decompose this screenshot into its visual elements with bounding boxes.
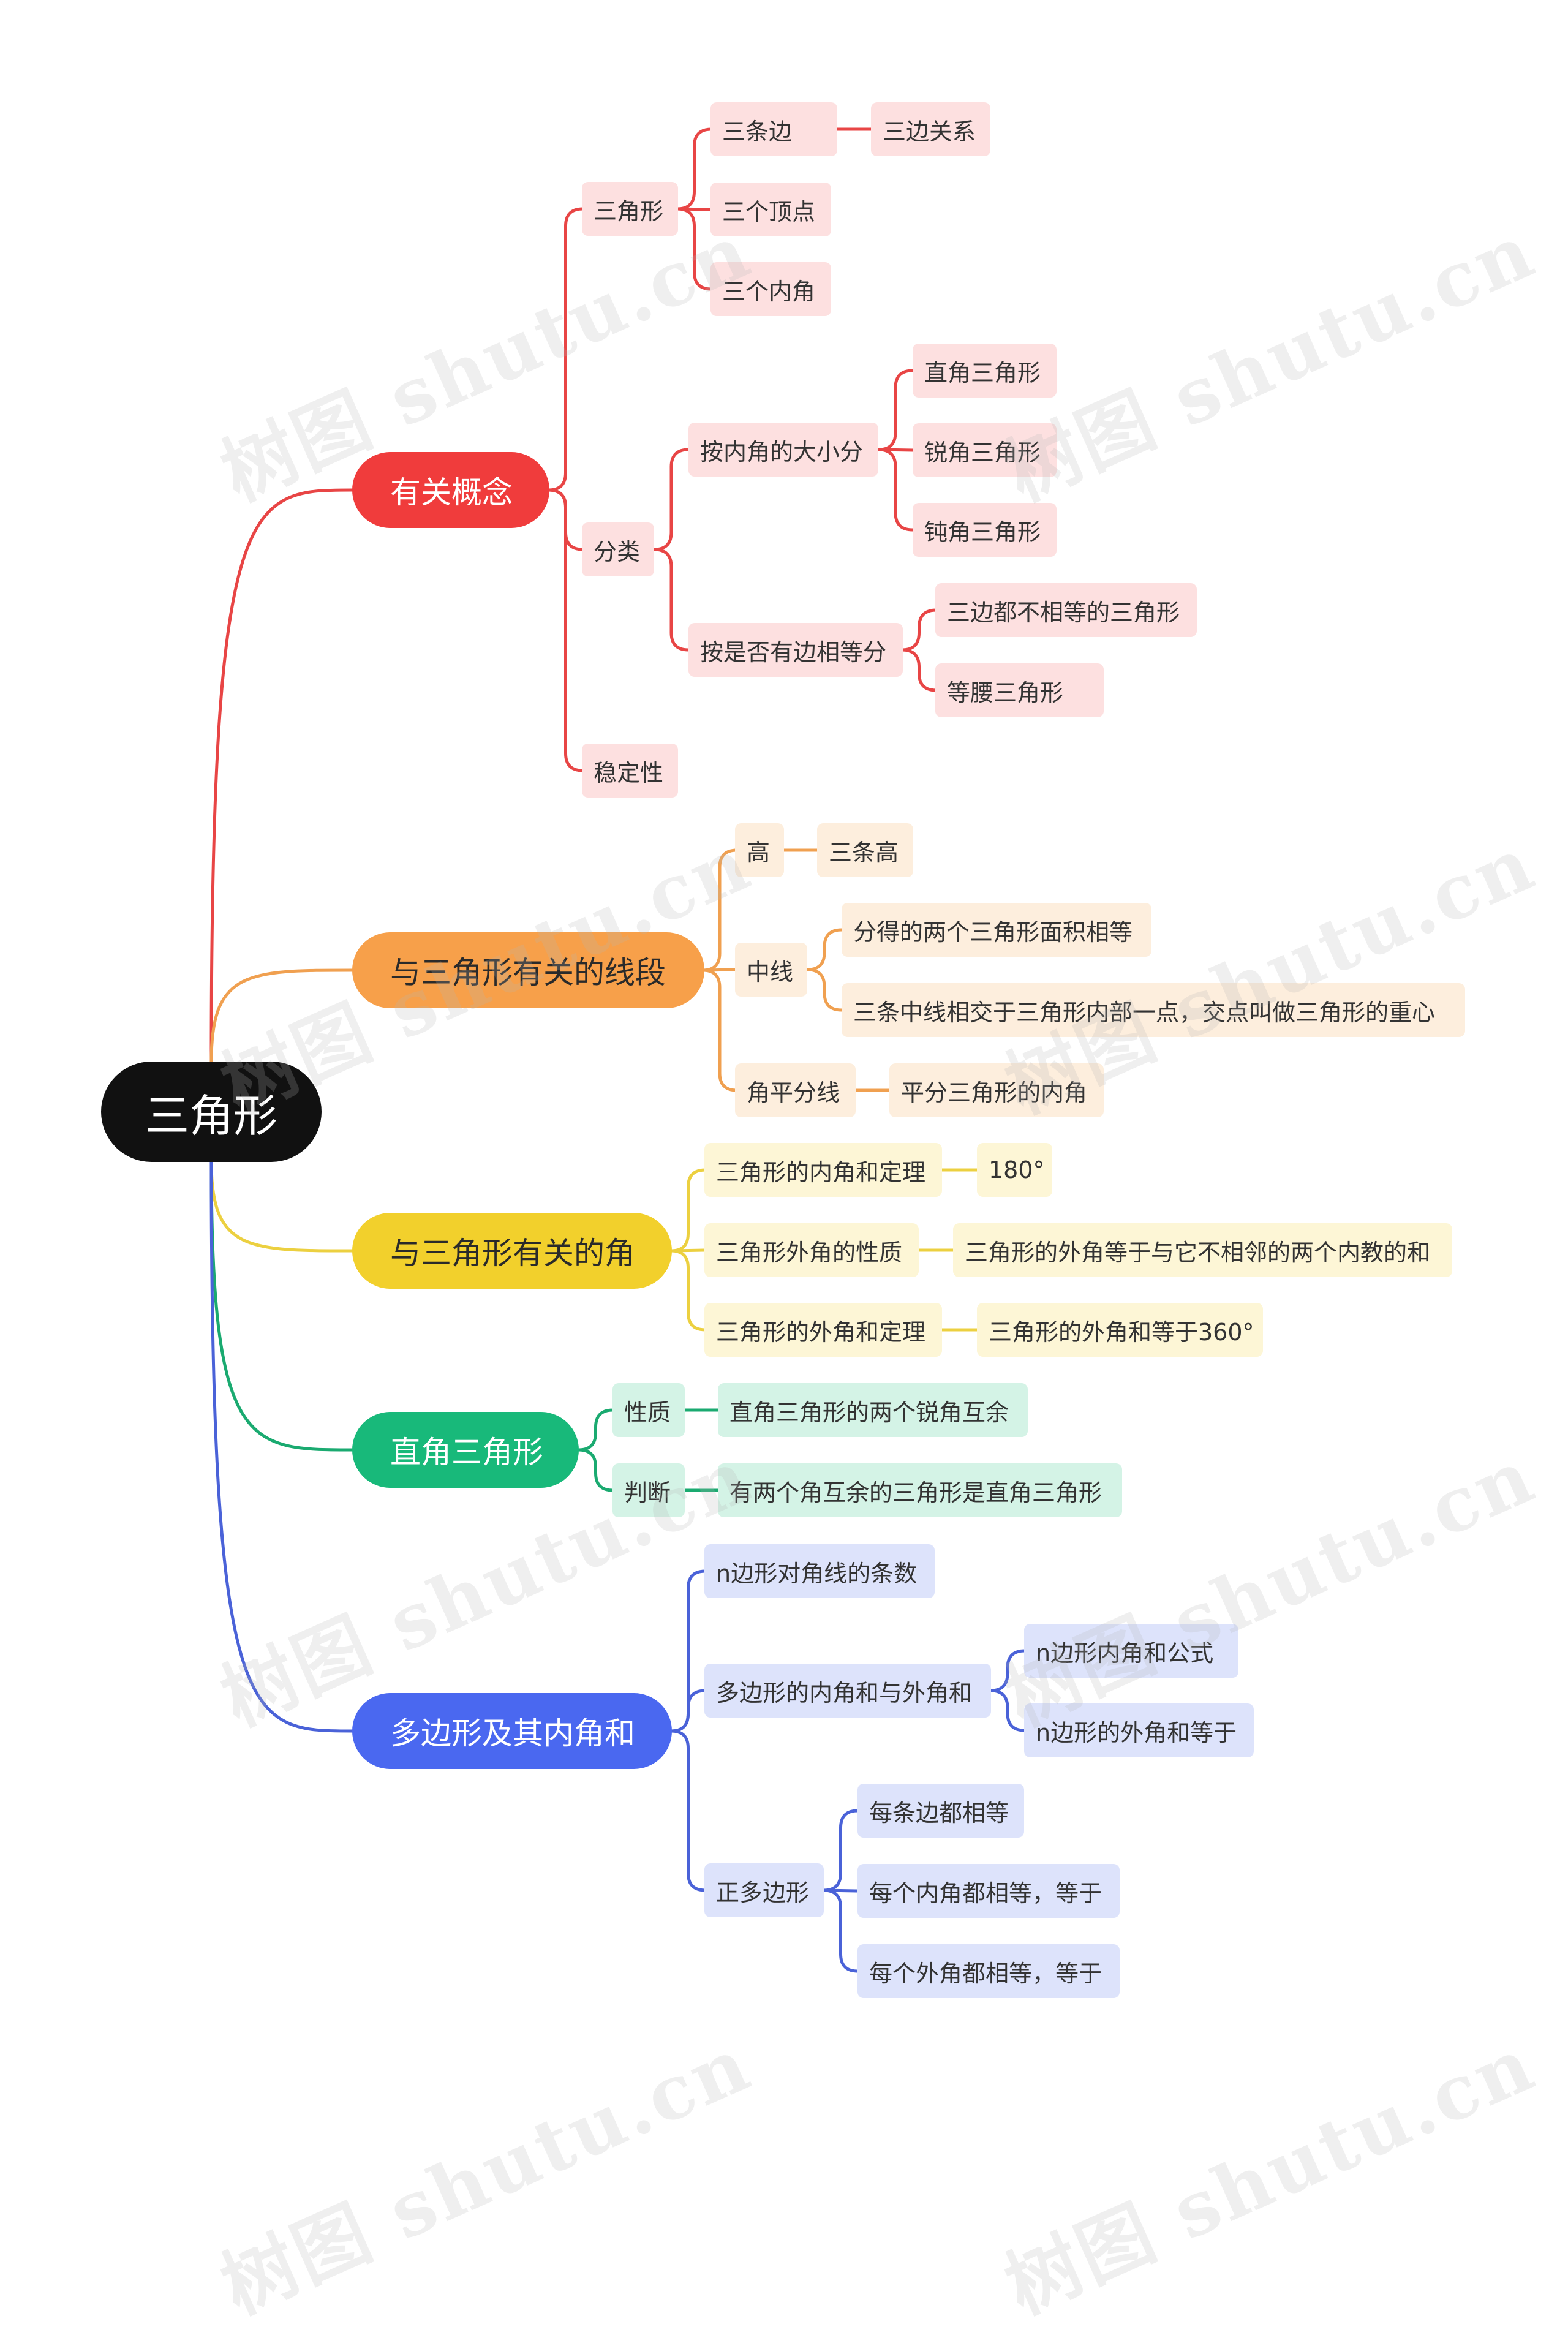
topic-node[interactable]: 180° <box>977 1143 1052 1197</box>
topic-node[interactable]: n边形对角线的条数 <box>704 1544 935 1598</box>
connector-line <box>702 848 737 972</box>
connector-line <box>822 1888 859 1973</box>
connector-line <box>805 968 843 1012</box>
topic-node[interactable]: 稳定性 <box>582 744 678 798</box>
topic-node[interactable]: 按是否有边相等分 <box>688 623 903 677</box>
root-branch-line <box>209 1160 354 1733</box>
connector-line <box>901 648 937 692</box>
topic-node[interactable]: 三边都不相等的三角形 <box>935 583 1197 637</box>
connector-line <box>577 1448 614 1492</box>
branch-node-3[interactable]: 直角三角形 <box>352 1412 579 1488</box>
topic-node[interactable]: 直角三角形 <box>913 344 1057 398</box>
connector-line <box>676 127 712 211</box>
connector-line <box>670 1249 706 1332</box>
topic-node[interactable]: 分得的两个三角形面积相等 <box>842 903 1152 957</box>
root-branch-line <box>209 968 354 1063</box>
topic-node[interactable]: 分类 <box>582 522 654 576</box>
connector-line <box>822 1809 859 1892</box>
topic-node[interactable]: 三角形的外角和等于360° <box>977 1303 1263 1357</box>
connector-line <box>670 1729 706 1892</box>
mindmap-canvas: 三角形有关概念三角形三条边三边关系三个顶点三个内角分类按内角的大小分直角三角形锐… <box>101 102 1547 2331</box>
connector-line <box>548 207 584 492</box>
connector-line <box>876 369 914 451</box>
connector-line <box>805 928 843 971</box>
branch-node-4[interactable]: 多边形及其内角和 <box>352 1693 672 1769</box>
root-branch-line <box>209 1160 354 1452</box>
topic-node[interactable]: n边形的外角和等于 <box>1024 1703 1254 1757</box>
root-branch-line <box>209 1160 354 1253</box>
topic-node[interactable]: 高 <box>735 823 784 877</box>
connector-line <box>676 207 712 291</box>
topic-node[interactable]: 等腰三角形 <box>935 663 1104 717</box>
topic-node[interactable]: 三条中线相交于三角形内部一点，交点叫做三角形的重心 <box>842 983 1465 1037</box>
branch-node-2[interactable]: 与三角形有关的角 <box>352 1213 672 1289</box>
topic-node[interactable]: 三个顶点 <box>710 183 831 236</box>
topic-node[interactable]: 钝角三角形 <box>913 503 1057 557</box>
connector-line <box>901 608 937 652</box>
topic-node[interactable]: 三角形的外角和定理 <box>704 1303 942 1357</box>
branch-node-0[interactable]: 有关概念 <box>352 452 549 528</box>
topic-node[interactable]: 三角形的内角和定理 <box>704 1143 942 1197</box>
connector-line <box>989 1649 1026 1692</box>
topic-node[interactable]: 每个内角都相等，等于 <box>858 1864 1120 1918</box>
connector-line <box>876 448 914 532</box>
topic-node[interactable]: 角平分线 <box>735 1063 856 1117</box>
topic-node[interactable]: 正多边形 <box>704 1863 824 1917</box>
topic-node[interactable]: 判断 <box>612 1463 685 1517</box>
connector-line <box>652 548 690 652</box>
branch-node-1[interactable]: 与三角形有关的线段 <box>352 932 704 1008</box>
topic-node[interactable]: 每个外角都相等，等于 <box>858 1944 1120 1998</box>
topic-node[interactable]: 多边形的内角和与外角和 <box>704 1664 991 1718</box>
topic-node[interactable]: 三边关系 <box>871 102 990 156</box>
connector-line <box>670 1168 706 1253</box>
connector-line <box>548 488 584 772</box>
topic-node[interactable]: 三个内角 <box>710 262 831 316</box>
topic-node[interactable]: 锐角三角形 <box>913 423 1057 477</box>
topic-node[interactable]: 三角形外角的性质 <box>704 1223 919 1277</box>
topic-node[interactable]: 三角形的外角等于与它不相邻的两个内教的和 <box>953 1223 1452 1277</box>
topic-node[interactable]: 平分三角形的内角 <box>889 1063 1104 1117</box>
topic-node[interactable]: 三条高 <box>817 823 913 877</box>
topic-node[interactable]: 每条边都相等 <box>858 1784 1024 1838</box>
connector-line <box>670 1689 706 1733</box>
topic-node[interactable]: 三角形 <box>582 182 678 236</box>
topic-node[interactable]: 直角三角形的两个锐角互余 <box>718 1383 1028 1437</box>
topic-node[interactable]: 有两个角互余的三角形是直角三角形 <box>718 1463 1122 1517</box>
topic-node[interactable]: 中线 <box>735 943 807 997</box>
topic-node[interactable]: 性质 <box>612 1383 685 1437</box>
topic-node[interactable]: 按内角的大小分 <box>688 423 878 477</box>
connector-line <box>652 448 690 551</box>
root-node-triangle[interactable]: 三角形 <box>101 1062 322 1162</box>
connector-lines <box>209 127 1026 1973</box>
connector-line <box>989 1689 1026 1732</box>
topic-node[interactable]: 三条边 <box>710 102 837 156</box>
connector-line <box>577 1408 614 1452</box>
topic-node[interactable]: n边形内角和公式 <box>1024 1624 1238 1678</box>
root-branch-line <box>209 488 354 1063</box>
connector-line <box>702 968 737 1092</box>
